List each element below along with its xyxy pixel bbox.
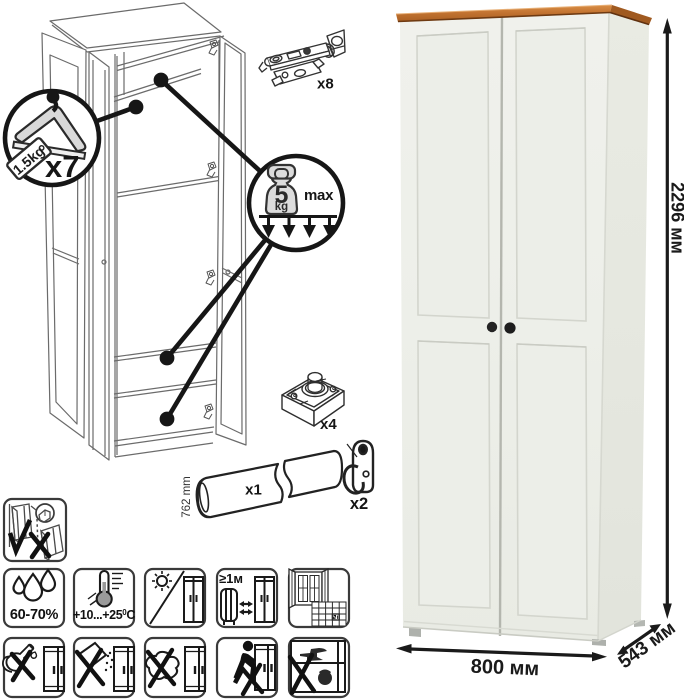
svg-text:x7: x7 <box>45 149 79 184</box>
svg-text:762 mm: 762 mm <box>181 476 193 518</box>
svg-text:800 мм: 800 мм <box>470 656 539 681</box>
svg-text:≥1м: ≥1м <box>219 571 243 586</box>
svg-text:5: 5 <box>275 181 289 209</box>
svg-text:max: max <box>304 187 334 204</box>
svg-text:x8: x8 <box>317 76 334 93</box>
svg-text:x2: x2 <box>350 495 368 513</box>
svg-text:60-70%: 60-70% <box>10 607 59 623</box>
svg-text:2296 мм: 2296 мм <box>667 182 684 254</box>
svg-text:x1: x1 <box>245 482 262 499</box>
svg-text:x4: x4 <box>320 416 337 433</box>
svg-text:+10...+250C: +10...+250C <box>73 608 135 622</box>
svg-text:kg: kg <box>275 201 288 213</box>
